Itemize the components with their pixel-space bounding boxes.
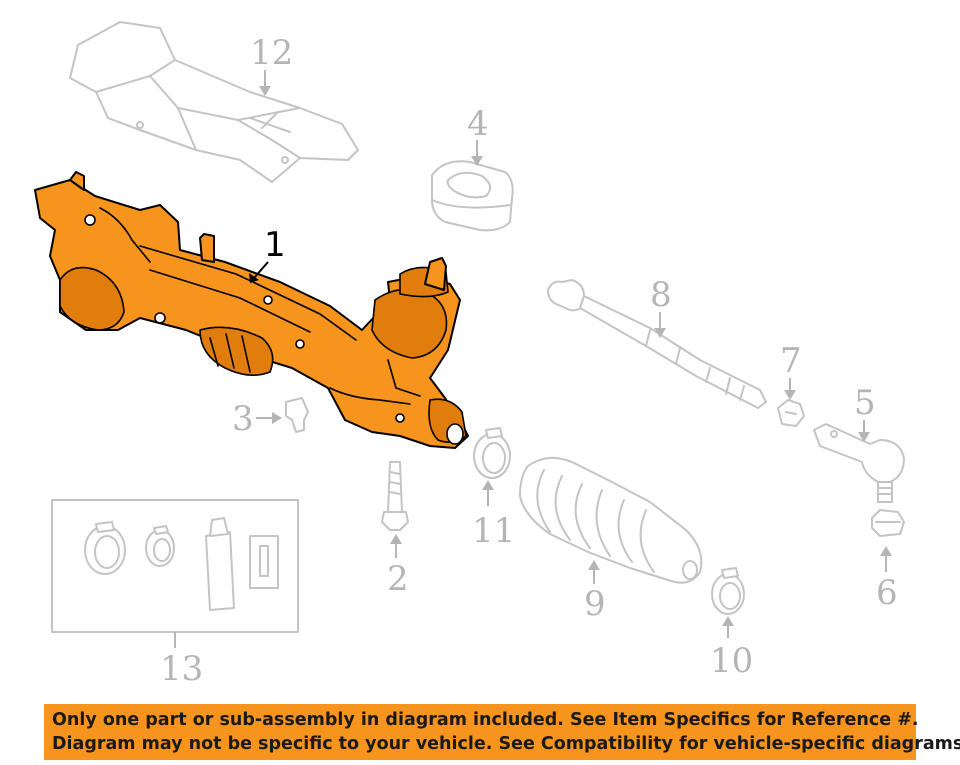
- arrowhead-2: [390, 534, 402, 544]
- part-1-steering-rack: [34, 171, 469, 449]
- part-4-mount-bushing: [431, 160, 514, 232]
- callout-13: 13: [160, 649, 203, 689]
- callout-2: 2: [387, 559, 409, 599]
- arrowhead-11: [482, 480, 494, 490]
- arrowhead-10: [722, 616, 734, 626]
- part-7-jam-nut: [777, 399, 805, 427]
- disclaimer-banner: Only one part or sub-assembly in diagram…: [44, 704, 960, 760]
- part-9-bellows-boot: [519, 456, 703, 584]
- part-13-repair-kit: [51, 499, 299, 633]
- arrowhead-7: [784, 390, 796, 400]
- arrowhead-9: [588, 560, 600, 570]
- part-12-heat-shield: [69, 21, 359, 183]
- arrowhead-6: [880, 546, 892, 556]
- arrowhead-3: [272, 412, 282, 424]
- callout-12: 12: [250, 33, 293, 73]
- parts-diagram: 12 4 1 3: [34, 21, 905, 689]
- leader-1: [253, 261, 269, 279]
- callout-1: 1: [264, 225, 286, 265]
- part-11-boot-clamp: [473, 427, 511, 479]
- callout-5: 5: [854, 383, 876, 423]
- part-8-inner-tie-rod: [547, 279, 767, 409]
- disclaimer-line-2: Diagram may not be specific to your vehi…: [52, 734, 960, 754]
- disclaimer-line-1: Only one part or sub-assembly in diagram…: [52, 710, 919, 730]
- arrowhead-8: [654, 328, 666, 338]
- part-3-bolt: [285, 397, 309, 433]
- part-6-castle-nut: [871, 509, 905, 537]
- part-5-outer-tie-rod-end: [813, 423, 905, 503]
- callout-9: 9: [584, 584, 606, 624]
- callout-7: 7: [780, 341, 802, 381]
- callout-4: 4: [467, 104, 489, 144]
- callout-6: 6: [876, 573, 898, 613]
- callout-11: 11: [472, 511, 515, 551]
- arrowhead-12: [259, 86, 271, 96]
- arrowhead-1: [249, 273, 259, 283]
- arrowhead-5: [858, 432, 870, 442]
- callout-3: 3: [232, 399, 254, 439]
- arrowhead-4: [471, 156, 483, 166]
- part-2-mounting-bolt: [381, 461, 409, 531]
- callout-10: 10: [710, 641, 753, 681]
- part-10-boot-clamp: [711, 567, 745, 615]
- callout-8: 8: [650, 275, 672, 315]
